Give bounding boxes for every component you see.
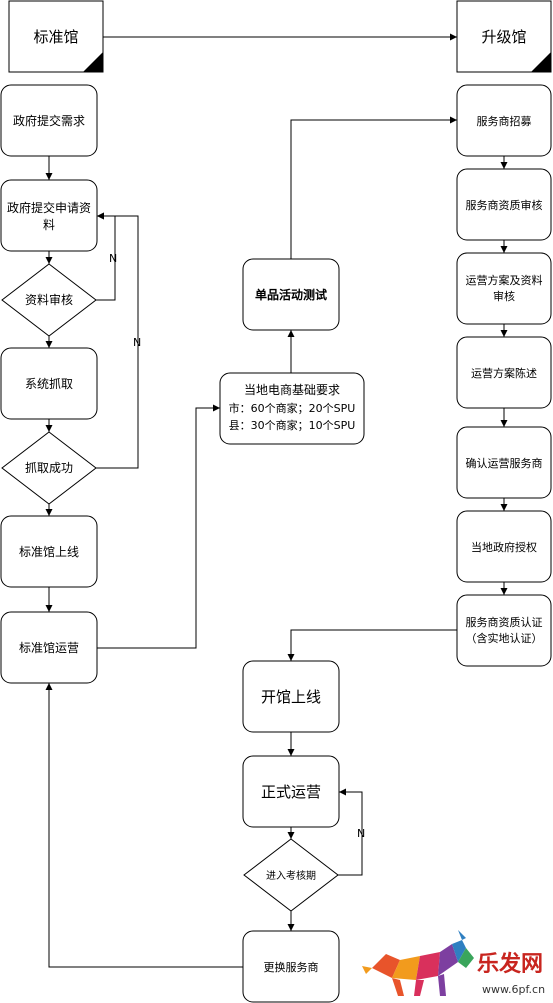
watermark-url: www.6pf.cn <box>482 983 545 996</box>
svg-text:料: 料 <box>43 218 55 232</box>
svg-text:抓取成功: 抓取成功 <box>25 461 73 475</box>
svg-text:标准馆运营: 标准馆运营 <box>19 640 79 655</box>
connectors <box>45 33 508 968</box>
node-gov-submit-application: 政府提交申请资 料 <box>0 179 98 252</box>
watermark: 乐发网 www.6pf.cn <box>362 930 545 996</box>
node-plan-presentation: 运营方案陈述 <box>456 336 552 409</box>
svg-text:确认运营服务商: 确认运营服务商 <box>466 456 543 470</box>
svg-text:更换服务商: 更换服务商 <box>264 960 319 974</box>
svg-text:县：30个商家；10个SPU: 县：30个商家；10个SPU <box>229 418 356 432</box>
node-gov-submit-demand: 政府提交需求 <box>0 84 98 157</box>
header-upgrade-label: 升级馆 <box>481 28 526 46</box>
svg-text:（含实地认证）: （含实地认证） <box>466 631 543 645</box>
svg-text:审核: 审核 <box>493 289 515 303</box>
svg-text:运营方案及资料: 运营方案及资料 <box>466 273 543 287</box>
svg-text:服务商资质审核: 服务商资质审核 <box>466 198 543 212</box>
svg-text:正式运营: 正式运营 <box>261 783 321 801</box>
svg-text:标准馆上线: 标准馆上线 <box>19 544 79 559</box>
svg-text:政府提交需求: 政府提交需求 <box>13 113 85 128</box>
node-provider-qualification-review: 服务商资质审核 <box>456 168 552 241</box>
node-local-gov-authorization: 当地政府授权 <box>456 510 552 583</box>
svg-text:市：60个商家；20个SPU: 市：60个商家；20个SPU <box>229 401 356 415</box>
svg-text:运营方案陈述: 运营方案陈述 <box>471 366 537 380</box>
edge-label-n-fetch: N <box>133 336 141 349</box>
edge-label-n-review: N <box>109 252 117 265</box>
node-standard-online: 标准馆上线 <box>0 515 98 588</box>
svg-text:政府提交申请资: 政府提交申请资 <box>7 200 91 215</box>
svg-text:单品活动测试: 单品活动测试 <box>255 287 327 302</box>
svg-text:系统抓取: 系统抓取 <box>25 377 73 391</box>
edge-label-n-assess: N <box>357 827 365 840</box>
node-standard-operation: 标准馆运营 <box>0 611 98 684</box>
header-standard-label: 标准馆 <box>33 28 78 46</box>
decision-assessment-period: 进入考核期 <box>243 838 339 912</box>
svg-text:当地政府授权: 当地政府授权 <box>471 540 537 554</box>
node-replace-provider: 更换服务商 <box>242 930 340 1003</box>
node-system-fetch: 系统抓取 <box>0 347 98 420</box>
decision-document-review: 资料审核 <box>1 263 97 337</box>
node-formal-operation: 正式运营 <box>242 755 340 828</box>
svg-text:当地电商基础要求: 当地电商基础要求 <box>244 382 340 397</box>
svg-text:开馆上线: 开馆上线 <box>261 688 321 706</box>
node-provider-recruit: 服务商招募 <box>456 84 552 157</box>
header-standard: 标准馆 <box>8 0 104 73</box>
svg-text:服务商招募: 服务商招募 <box>477 114 532 128</box>
node-local-ecommerce-requirements: 当地电商基础要求 市：60个商家；20个SPU 县：30个商家；10个SPU <box>219 372 365 445</box>
node-single-product-test: 单品活动测试 <box>242 258 340 331</box>
svg-text:进入考核期: 进入考核期 <box>266 869 316 882</box>
node-plan-document-review: 运营方案及资料 审核 <box>456 252 552 325</box>
node-open-online: 开馆上线 <box>242 660 340 733</box>
watermark-brand: 乐发网 <box>477 951 543 977</box>
bull-logo <box>362 930 474 996</box>
svg-text:资料审核: 资料审核 <box>25 292 73 307</box>
node-provider-certification: 服务商资质认证 （含实地认证） <box>456 594 552 667</box>
svg-text:服务商资质认证: 服务商资质认证 <box>466 615 543 629</box>
node-confirm-provider: 确认运营服务商 <box>456 426 552 499</box>
header-upgrade: 升级馆 <box>456 0 552 73</box>
decision-fetch-success: 抓取成功 <box>1 431 97 505</box>
